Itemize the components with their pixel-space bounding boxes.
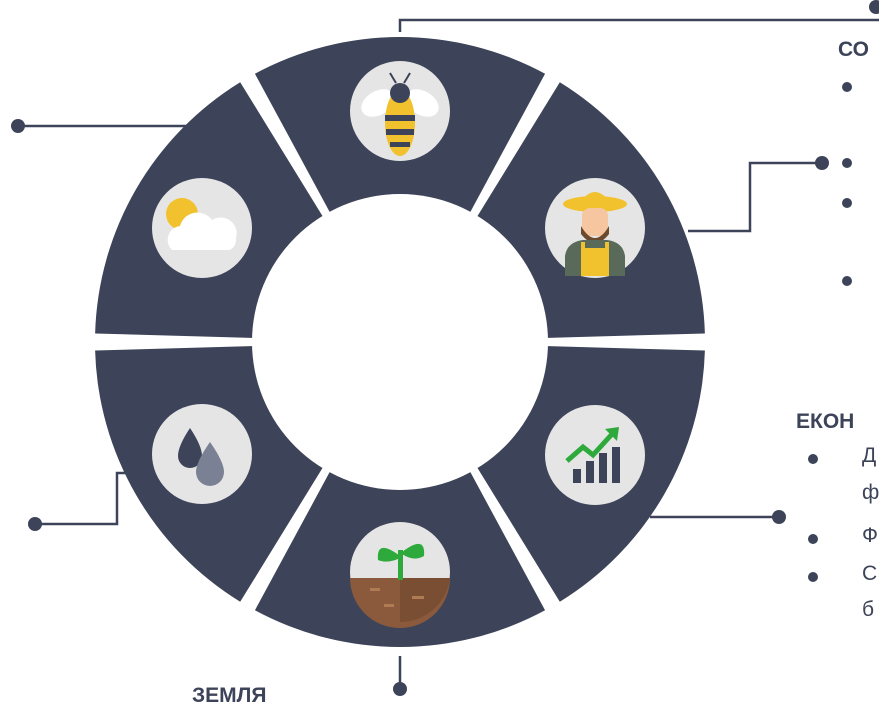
connector-right <box>688 161 822 233</box>
connector-dot-top-left <box>11 119 25 133</box>
social-bullet-2 <box>842 158 852 168</box>
economic-heading: ЕКОН <box>796 410 855 433</box>
connector-dot-right <box>815 156 829 170</box>
economic-item-1-line2: ф <box>862 481 879 504</box>
connector-dot-bottom-right <box>772 510 786 524</box>
center-circle <box>252 194 548 490</box>
economic-bullet-3 <box>808 572 818 582</box>
economic-bullet-2 <box>808 534 818 544</box>
bee-icon <box>350 61 450 161</box>
connector-bottom-left <box>35 471 126 526</box>
economic-item-3-line1: С <box>862 562 878 585</box>
land-heading: ЗЕМЛЯ <box>192 684 267 707</box>
connector-dots <box>11 0 879 696</box>
connector-top <box>398 18 879 32</box>
water-drops-icon <box>152 404 252 504</box>
connector-dot-bottom <box>393 682 407 696</box>
sun-cloud-icon <box>152 178 252 278</box>
growth-chart-icon <box>545 405 645 505</box>
social-bullet-1 <box>842 82 852 92</box>
social-heading: СО <box>838 38 869 61</box>
connector-dot-bottom-left <box>28 517 42 531</box>
icon-layer <box>152 61 645 628</box>
economic-bullet-1 <box>808 454 818 464</box>
economic-item-3-line2: б <box>862 598 875 621</box>
connector-dot-top <box>869 0 879 14</box>
social-bullet-4 <box>842 276 852 286</box>
economic-item-1-line1: Д <box>862 444 877 467</box>
farmer-icon <box>545 178 645 278</box>
social-bullet-3 <box>842 198 852 208</box>
sprout-soil-icon <box>350 522 450 628</box>
connector-lines <box>18 18 879 689</box>
economic-item-2-line1: Ф <box>862 524 878 547</box>
